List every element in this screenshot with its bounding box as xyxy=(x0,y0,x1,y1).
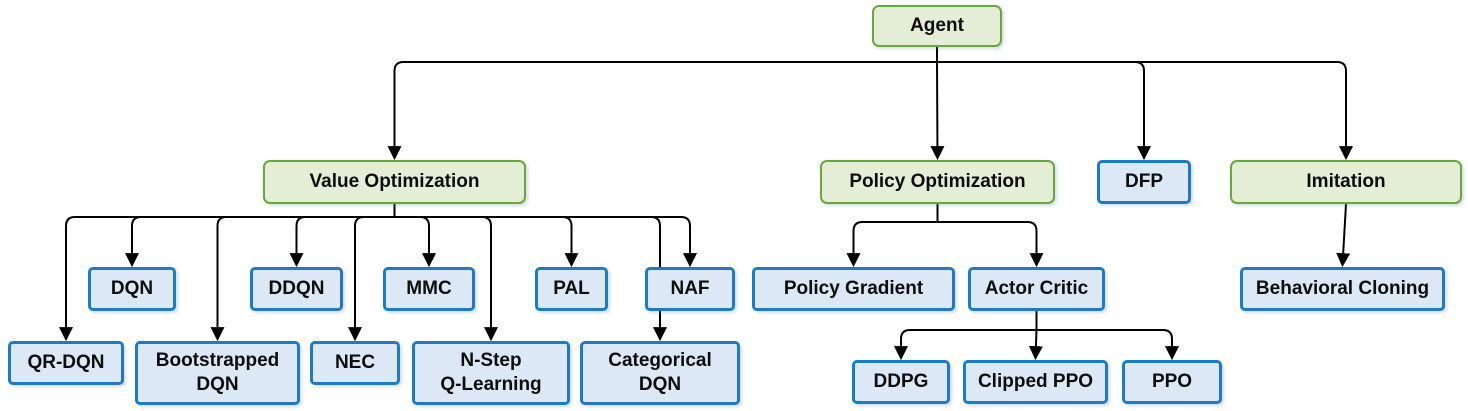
edge-actor_critic-to-clipped_ppo xyxy=(1028,329,1043,361)
node-ppo[interactable]: PPO xyxy=(1122,360,1222,404)
node-policy_gradient[interactable]: Policy Gradient xyxy=(752,267,955,311)
node-actor_critic[interactable]: Actor Critic xyxy=(968,267,1105,311)
node-label: Policy Gradient xyxy=(783,277,924,299)
edge-value_optimization-to-mmc xyxy=(394,216,436,268)
node-label: DDPG xyxy=(873,370,929,392)
node-label: DQN xyxy=(110,277,154,299)
node-pal[interactable]: PAL xyxy=(535,267,608,311)
node-label: Actor Critic xyxy=(984,277,1089,299)
node-behavioral_cloning[interactable]: Behavioral Cloning xyxy=(1240,267,1445,311)
edge-value_optimization-to-categorical_dqn xyxy=(394,216,667,342)
edge-policy_optimization-to-policy_gradient xyxy=(846,221,938,268)
node-label: NEC xyxy=(334,351,376,373)
node-agent[interactable]: Agent xyxy=(872,5,1002,47)
edge-value_optimization-to-ddqn xyxy=(289,216,395,268)
node-label: QR-DQN xyxy=(27,351,105,373)
edge-value_optimization-to-bootstrapped_dqn xyxy=(210,216,395,342)
node-policy_optimization[interactable]: Policy Optimization xyxy=(820,160,1055,204)
node-imitation[interactable]: Imitation xyxy=(1230,160,1462,204)
node-ddqn[interactable]: DDQN xyxy=(250,267,343,311)
node-label: MMC xyxy=(406,277,452,299)
node-clipped_ppo[interactable]: Clipped PPO xyxy=(963,360,1108,404)
edge-policy_optimization-to-actor_critic xyxy=(937,221,1044,268)
edge-value_optimization-to-nec xyxy=(348,216,395,342)
node-qr_dqn[interactable]: QR-DQN xyxy=(8,341,124,385)
edge-value_optimization-to-pal xyxy=(394,216,579,268)
node-label: PAL xyxy=(553,277,590,299)
node-label: PPO xyxy=(1151,370,1193,392)
node-ddpg[interactable]: DDPG xyxy=(852,360,950,404)
node-label: Behavioral Cloning xyxy=(1255,277,1430,299)
node-nec[interactable]: NEC xyxy=(310,341,400,385)
node-value_optimization[interactable]: Value Optimization xyxy=(263,160,526,204)
node-dqn[interactable]: DQN xyxy=(88,267,176,311)
edge-agent-to-value_optimization xyxy=(387,61,937,161)
node-label: Imitation xyxy=(1306,170,1386,192)
edge-imitation-to-behavioral_cloning xyxy=(1336,203,1351,268)
node-label: DDQN xyxy=(268,277,325,299)
edge-value_optimization-to-qr_dqn xyxy=(59,216,395,342)
node-mmc[interactable]: MMC xyxy=(383,267,475,311)
node-dfp[interactable]: DFP xyxy=(1097,160,1191,204)
edge-actor_critic-to-ddpg xyxy=(894,329,1037,361)
edge-value_optimization-to-naf xyxy=(394,216,697,268)
node-label: DFP xyxy=(1125,170,1163,192)
node-label: Agent xyxy=(910,14,964,36)
node-label: Value Optimization xyxy=(309,170,480,192)
edge-actor_critic-to-ppo xyxy=(1036,329,1179,361)
node-naf[interactable]: NAF xyxy=(645,267,735,311)
edge-agent-to-imitation xyxy=(937,61,1353,161)
node-label: NAF xyxy=(670,277,710,299)
node-label: Policy Optimization xyxy=(849,170,1026,192)
node-label: Clipped PPO xyxy=(977,370,1094,392)
edge-agent-to-dfp xyxy=(937,61,1151,161)
edge-agent-to-policy_optimization xyxy=(930,61,945,161)
